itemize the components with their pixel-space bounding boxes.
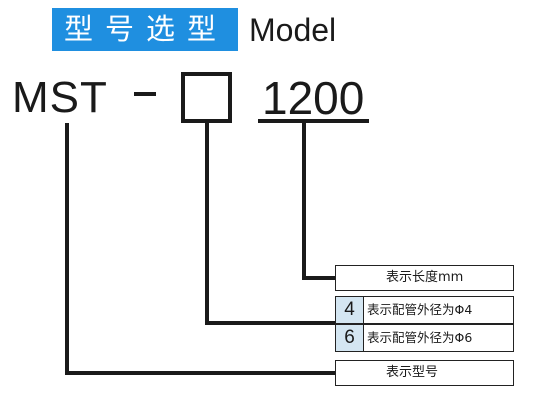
section-title-badge: 型号选型	[52, 8, 238, 51]
length-label-box: 表示长度mm	[335, 265, 514, 291]
length-connector	[302, 121, 335, 280]
model-connector	[65, 123, 335, 375]
pipe-option-code: 4	[336, 297, 364, 323]
length-label-text: 表示长度mm	[386, 270, 464, 285]
model-code-dash	[134, 92, 156, 96]
pipe-option-row: 4 表示配管外径为Φ4	[335, 296, 514, 324]
pipe-option-row: 6 表示配管外径为Φ6	[335, 324, 514, 352]
model-label-text: 表示型号	[386, 365, 439, 380]
model-code-length: 1200	[262, 72, 365, 124]
pipe-option-code: 6	[336, 325, 364, 351]
pipe-option-description: 表示配管外径为Φ4	[367, 302, 473, 317]
section-title-english: Model	[249, 12, 337, 48]
model-code-prefix: MST	[12, 73, 108, 122]
pipe-connector	[205, 123, 335, 325]
pipe-option-description: 表示配管外径为Φ6	[367, 330, 473, 345]
model-label-box: 表示型号	[335, 360, 514, 386]
model-code-placeholder-box	[181, 72, 232, 123]
